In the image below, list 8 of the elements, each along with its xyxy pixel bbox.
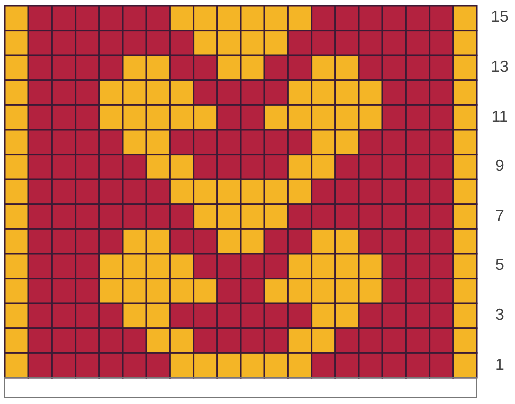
row-number: 7 <box>494 208 506 226</box>
row-number: 13 <box>490 59 510 77</box>
row-number: 9 <box>494 158 506 176</box>
row-number: 5 <box>494 257 506 276</box>
row-number: 1 <box>494 356 506 375</box>
row-number: 15 <box>490 9 510 28</box>
row-number: 3 <box>494 307 506 325</box>
row-number: 11 <box>490 108 510 127</box>
